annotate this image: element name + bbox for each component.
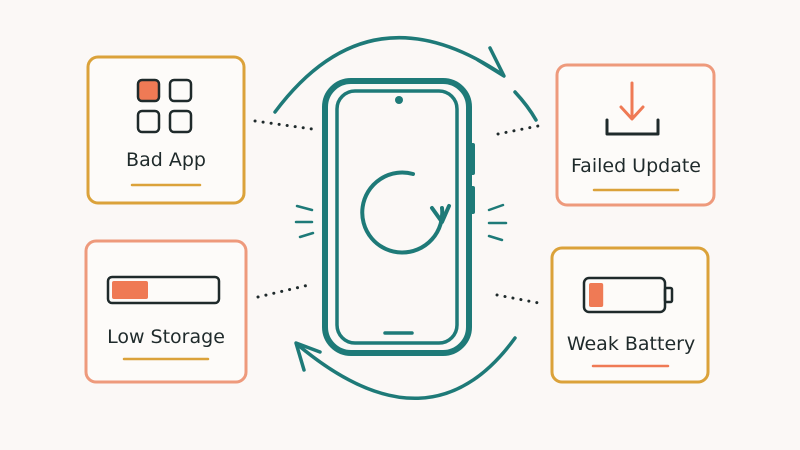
restart-loop-icon	[360, 170, 451, 255]
top-cycle-arrow	[273, 36, 505, 114]
card-label-weak-battery: Weak Battery	[567, 333, 695, 355]
battery-low-icon	[582, 276, 674, 314]
bottom-arrow-head	[294, 341, 322, 372]
card-failed-update: Failed Update	[555, 63, 716, 207]
side-button-top	[469, 143, 475, 175]
connector-weak-battery	[495, 293, 546, 306]
vibration-lines	[294, 203, 508, 242]
smartphone	[322, 78, 475, 356]
connector-low-storage	[256, 282, 315, 299]
front-camera	[395, 96, 403, 104]
phone-screen	[335, 89, 459, 345]
dotted-connectors	[253, 119, 546, 306]
card-bad-app: Bad App	[86, 55, 246, 205]
connector-failed-update	[496, 124, 540, 136]
card-low-storage: Low Storage	[84, 239, 248, 384]
card-label-low-storage: Low Storage	[107, 326, 225, 348]
download-tray-icon	[605, 81, 660, 136]
right-arc-segment	[513, 90, 538, 122]
battery-charge-fill	[589, 283, 604, 307]
card-label-failed-update: Failed Update	[571, 155, 701, 177]
bottom-cycle-arrow	[296, 336, 517, 401]
card-weak-battery: Weak Battery	[550, 246, 710, 384]
storage-bar-fill	[112, 281, 148, 299]
phone-body	[322, 78, 472, 356]
cycle-arrows	[273, 36, 538, 401]
top-arrow-head	[476, 46, 506, 78]
app-grid-icon	[136, 78, 193, 134]
connector-bad-app	[253, 119, 314, 131]
storage-bar-icon	[106, 275, 221, 305]
side-button-bottom	[469, 186, 475, 214]
card-label-bad-app: Bad App	[126, 149, 206, 171]
